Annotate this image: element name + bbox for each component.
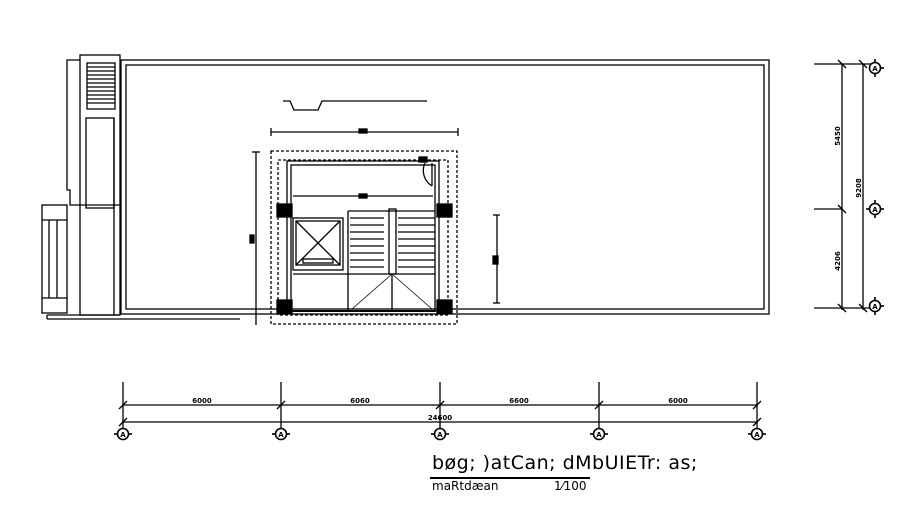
grid-axis-bubble-icon <box>272 427 290 441</box>
left-annex <box>41 54 240 320</box>
grid-axis-label: A <box>120 431 126 439</box>
grid-axis-label: A <box>278 431 284 439</box>
dimension-value: 6000 <box>668 397 688 405</box>
dimension-value: 6060 <box>350 397 370 405</box>
dimension-value: 6000 <box>192 397 212 405</box>
grid-axis-label: A <box>872 303 878 311</box>
grid-axis-bubble-icon <box>868 297 884 315</box>
grid-axis-label: A <box>754 431 760 439</box>
drawing-scale: 1⁄100 <box>554 479 587 493</box>
door-swing-icon <box>422 162 433 187</box>
grid-axis-label: A <box>872 65 878 73</box>
grid-axis-label: A <box>872 206 878 214</box>
grid-axis-bubble-icon <box>114 427 132 441</box>
title-underline <box>430 477 590 479</box>
grid-axis-label: A <box>437 431 443 439</box>
dimension-value: 4206 <box>834 251 842 271</box>
grid-axis-label: A <box>596 431 602 439</box>
dimension-total: 24600 <box>428 414 452 422</box>
grid-axis-bubble-icon <box>866 200 884 218</box>
dimension-total: 9208 <box>855 178 863 198</box>
grid-axis-bubble-icon <box>748 427 766 441</box>
grid-axis-bubble-icon <box>431 427 449 441</box>
dimension-value: 6600 <box>509 397 529 405</box>
grid-axis-bubble-icon <box>868 59 884 77</box>
stair-elevator-core <box>270 128 459 325</box>
main-building-outline <box>120 59 770 315</box>
canopy-outline <box>283 100 427 111</box>
elevator-shaft-icon <box>292 217 344 271</box>
vertical-dimension-chain <box>814 59 875 313</box>
drawing-subtitle: maRtdæan <box>432 479 499 493</box>
drawing-title: bøg; )atCan; dMbUIETr: as; <box>432 452 698 474</box>
dimension-value: 5450 <box>834 126 842 146</box>
ventilation-grille-icon <box>86 62 116 110</box>
grid-axis-bubble-icon <box>590 427 608 441</box>
stair-treads <box>350 217 435 268</box>
